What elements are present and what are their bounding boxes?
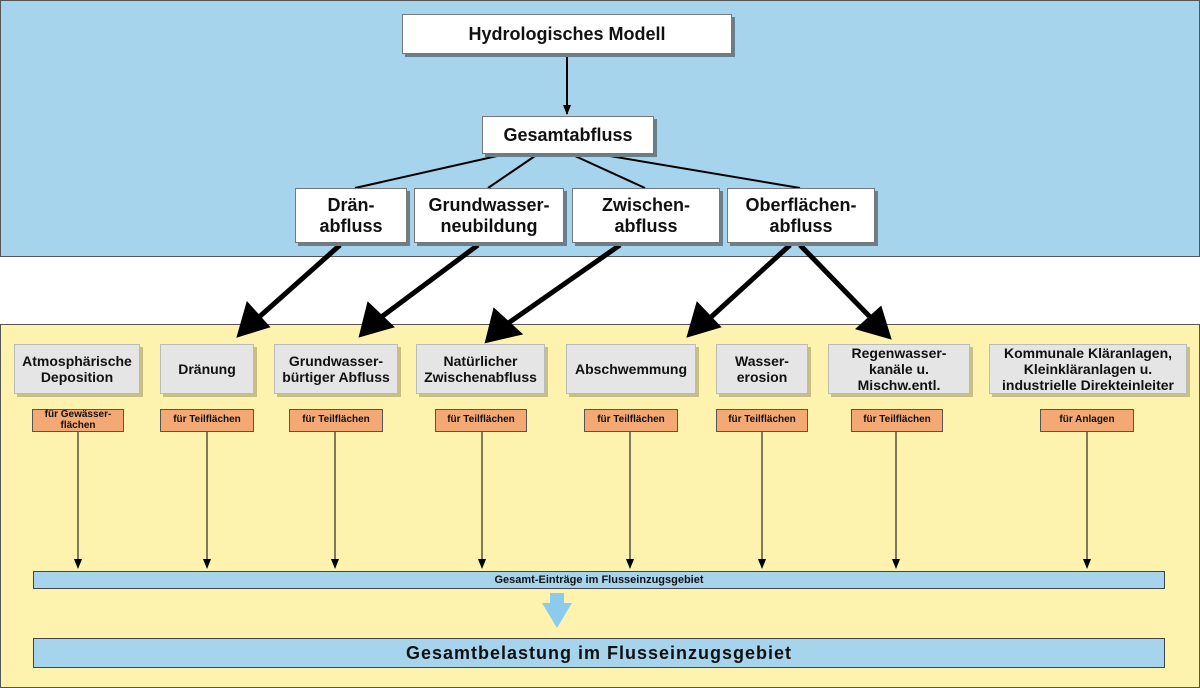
pathway-wastewater-plants: Kommunale Kläranlagen, Kleinkläranlagen … <box>989 344 1187 394</box>
basis-subareas-4: für Teilflächen <box>584 409 678 432</box>
basis-water-surfaces: für Gewässer- flächen <box>32 409 124 432</box>
total-load-bar: Gesamtbelastung im Flusseinzugsgebiet <box>33 638 1165 668</box>
pathway-atmospheric-deposition: Atmosphärische Deposition <box>14 344 140 394</box>
pathway-water-erosion: Wasser- erosion <box>716 344 808 394</box>
basis-installations: für Anlagen <box>1040 409 1134 432</box>
total-inputs-bar: Gesamt-Einträge im Flusseinzugsgebiet <box>33 571 1165 589</box>
total-runoff-box: Gesamtabfluss <box>482 116 654 154</box>
basis-subareas-3: für Teilflächen <box>435 409 527 432</box>
runoff-component-interflow: Zwischen- abfluss <box>572 188 720 243</box>
pathway-abschwemmung: Abschwemmung <box>566 344 696 394</box>
basis-subareas-1: für Teilflächen <box>160 409 254 432</box>
pathway-stormwater-sewers: Regenwasser- kanäle u. Mischw.entl. <box>828 344 970 394</box>
runoff-component-drainage: Drän- abfluss <box>295 188 407 243</box>
runoff-component-surface: Oberflächen- abfluss <box>727 188 875 243</box>
pathway-groundwater-baseflow: Grundwasser- bürtiger Abfluss <box>274 344 398 394</box>
hydrological-model-box: Hydrologisches Modell <box>402 14 732 54</box>
basis-subareas-5: für Teilflächen <box>716 409 808 432</box>
basis-subareas-2: für Teilflächen <box>289 409 383 432</box>
basis-subareas-6: für Teilflächen <box>851 409 943 432</box>
pathway-natural-interflow: Natürlicher Zwischenabfluss <box>416 344 545 394</box>
runoff-component-groundwater: Grundwasser- neubildung <box>414 188 564 243</box>
pathway-draenung: Dränung <box>160 344 254 394</box>
